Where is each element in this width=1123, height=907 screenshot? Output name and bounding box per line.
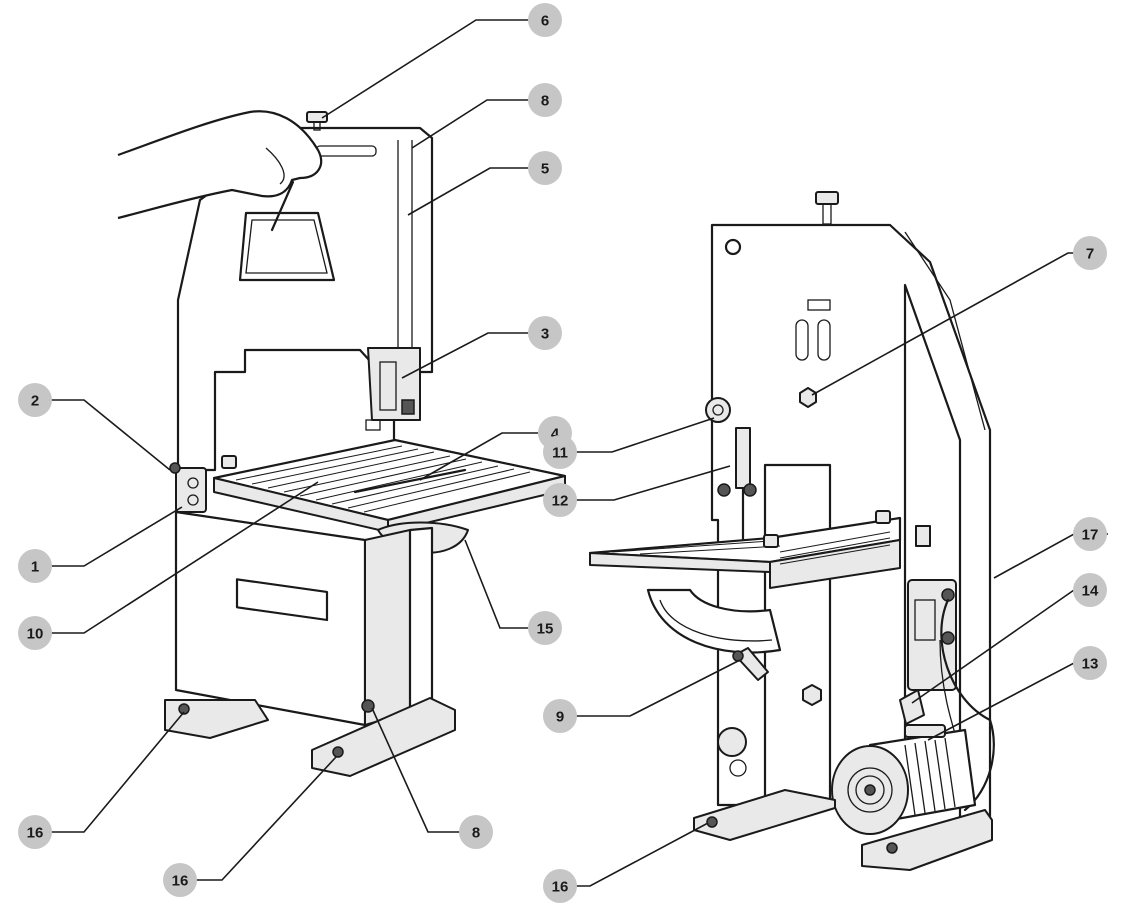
svg-text:8: 8 xyxy=(541,93,549,110)
right-foot-back xyxy=(693,789,836,841)
svg-text:13: 13 xyxy=(1082,656,1099,673)
right-frame-side-edge xyxy=(904,231,986,431)
svg-text:1: 1 xyxy=(31,559,39,576)
callout-7: 7 xyxy=(1073,236,1107,270)
right-tension-knob xyxy=(815,191,839,225)
right-power-cord xyxy=(940,598,995,812)
right-slot-a xyxy=(795,319,809,361)
svg-text:16: 16 xyxy=(27,825,44,842)
left-foot-front xyxy=(311,697,456,777)
callout-10: 10 xyxy=(18,616,52,650)
svg-text:15: 15 xyxy=(537,621,554,638)
right-lower-knob-2 xyxy=(729,759,747,777)
left-cabinet-label xyxy=(235,578,329,622)
callout-14: 14 xyxy=(1073,573,1107,607)
left-lower-cabinet-side xyxy=(364,529,411,726)
svg-text:3: 3 xyxy=(541,326,549,343)
right-nut xyxy=(799,387,817,408)
callout-5: 5 xyxy=(528,151,562,185)
right-bevel-scale xyxy=(646,588,782,654)
callout-1: 1 xyxy=(18,549,52,583)
right-switch-box xyxy=(907,525,957,691)
left-handle-slot xyxy=(238,211,336,282)
right-hex-bolt xyxy=(802,684,822,706)
left-table xyxy=(212,438,567,533)
svg-text:16: 16 xyxy=(172,873,189,890)
svg-text:17: 17 xyxy=(1082,527,1099,544)
callout-12: 12 xyxy=(543,483,577,517)
svg-text:5: 5 xyxy=(541,161,549,178)
callout-8-bottom: 8 xyxy=(459,815,493,849)
right-foot-front xyxy=(861,809,993,871)
callout-9: 9 xyxy=(543,699,577,733)
left-lower-cabinet xyxy=(174,510,367,727)
svg-text:10: 10 xyxy=(27,626,44,643)
svg-text:9: 9 xyxy=(556,709,564,726)
callout-11: 11 xyxy=(543,435,577,469)
right-frame-hole xyxy=(724,238,742,256)
callout-16-right: 16 xyxy=(543,869,577,903)
callout-15: 15 xyxy=(528,611,562,645)
svg-text:16: 16 xyxy=(552,879,569,896)
right-band-saw xyxy=(588,191,995,871)
right-lower-knob xyxy=(717,727,747,757)
callout-3: 3 xyxy=(528,316,562,350)
svg-text:7: 7 xyxy=(1086,246,1094,263)
left-tension-knob xyxy=(306,111,328,131)
left-band-saw xyxy=(117,110,567,777)
callout-13: 13 xyxy=(1073,646,1107,680)
right-small-label xyxy=(807,299,831,311)
right-slot-b xyxy=(817,319,831,361)
left-operator-hand xyxy=(117,110,323,220)
callout-6: 6 xyxy=(528,3,562,37)
svg-text:11: 11 xyxy=(552,445,568,462)
left-handle-slot-inner xyxy=(245,219,328,274)
right-table-grooves xyxy=(611,531,891,565)
callout-16-left-a: 16 xyxy=(18,815,52,849)
svg-text:8: 8 xyxy=(472,825,480,842)
callout-16-left-b: 16 xyxy=(163,863,197,897)
callout-17: 17 xyxy=(1073,517,1107,551)
left-hex-key xyxy=(270,180,295,232)
left-blade-tension-knob xyxy=(221,455,237,469)
svg-text:12: 12 xyxy=(552,493,569,510)
left-upper-blade-guard xyxy=(365,347,421,480)
left-hand-finger xyxy=(265,147,285,185)
callout-2: 2 xyxy=(18,383,52,417)
right-table xyxy=(588,510,902,589)
svg-text:14: 14 xyxy=(1082,583,1099,600)
left-foot-back xyxy=(164,699,269,739)
svg-text:2: 2 xyxy=(31,393,39,410)
left-side-adjust xyxy=(169,462,207,513)
svg-text:4: 4 xyxy=(551,426,560,443)
left-cabinet-knob xyxy=(361,699,375,713)
svg-text:6: 6 xyxy=(541,13,549,30)
left-column xyxy=(408,526,434,714)
callout-8-top: 8 xyxy=(528,83,562,117)
right-motor xyxy=(831,724,977,835)
